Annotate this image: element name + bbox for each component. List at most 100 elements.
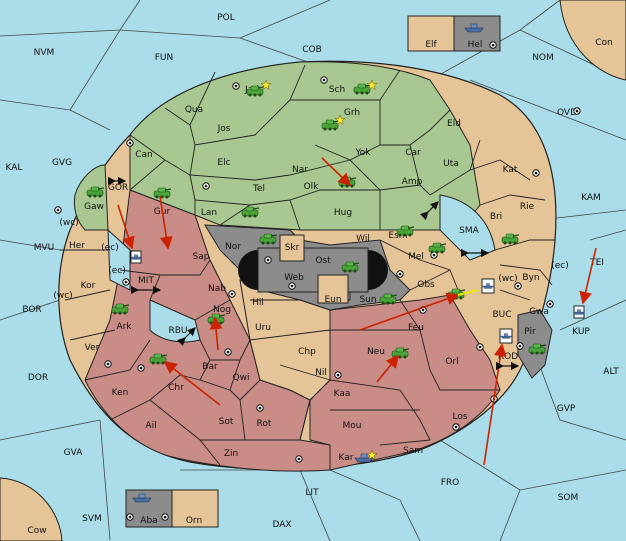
double-arrows [107,176,520,371]
land-label: Sot [219,417,234,427]
supply-center-icon [546,300,554,308]
sea-label: DAX [272,520,291,530]
sea-label: (ec) [101,243,119,253]
sea-label: KAM [581,193,601,203]
move-arrow-icon [117,204,135,250]
supply-center-icon [476,343,484,351]
land-label: Elc [217,158,230,168]
land-label: Sun [359,295,376,305]
land-label: Rot [257,419,272,429]
sea-label: (wc) [498,274,517,284]
supply-center-icon [122,278,130,286]
land-label: Orn [186,516,202,526]
land-label: Ost [315,256,331,266]
region-orn[interactable] [171,489,219,528]
land-label: Nil [315,368,327,378]
sea-label: (wc) [59,218,78,228]
land-label: Ken [112,388,129,398]
sea-label: KAL [6,163,23,173]
land-label: Tel [252,184,265,194]
supply-center-icon [320,76,328,84]
land-label: Obs [417,280,435,290]
land-label: Gaw [84,202,104,212]
land-label: Kar [339,453,354,463]
land-label: Chp [298,347,316,357]
land-label: Qua [185,105,203,115]
land-label: Hil [252,298,264,308]
land-label: Jos [217,124,231,134]
land-label: Mou [343,421,362,431]
land-label: Feu [408,323,424,333]
sea-label: POL [217,13,235,23]
move-arrow-icon [163,361,221,406]
land-label: Car [405,148,421,158]
land-label: Nab [208,284,226,294]
land-label: Eld [447,119,461,129]
sea-label: TEI [589,258,604,268]
fleet-icon [573,305,585,319]
land-label: Yok [354,148,371,158]
sea-label: COB [302,45,322,55]
sea-label: SOM [558,493,579,503]
fleet-icon [499,328,513,344]
land-label: Kor [81,281,96,291]
land-label: Gwa [529,307,549,317]
land-label: Grh [344,108,360,118]
sea-label: OVD [557,108,577,118]
land-label: Esm [388,231,407,241]
sea-label: GVA [64,448,84,458]
land-label: Wil [356,234,370,244]
convoy-arrow-icon [419,201,439,221]
supply-center-icon [452,423,460,431]
land-label: Mel [408,252,424,262]
land-label: Web [284,273,304,283]
land-label: Elf [425,40,437,50]
supply-center-icon [54,206,62,214]
land-label: Pir [524,327,536,337]
supply-center-icon [532,169,540,177]
land-label: Nar [292,165,308,175]
supply-center-icon [104,360,112,368]
land-label: Nor [225,242,241,252]
land-label: Uru [255,323,271,333]
fleets[interactable] [130,23,585,503]
sea-label: NVM [34,48,55,58]
land-label: Sam [403,446,423,456]
land-label: Bar [202,362,218,372]
supply-center-icon [295,455,303,463]
land-label: Her [69,241,85,251]
sea-label: DOR [28,373,48,383]
region-elf[interactable] [407,15,455,52]
land-label: Chr [168,383,184,393]
sea-label: (wc) [53,291,72,301]
supply-center-icon [137,364,145,372]
support-line [457,289,479,296]
sea-label: ROD [498,352,518,362]
land-label: Amp [402,177,423,187]
supply-center-icon [264,256,272,264]
land-label: Uta [443,159,459,169]
sea-label: RBU [168,326,187,336]
land-label: Rie [520,202,535,212]
region-aba[interactable] [125,489,173,528]
sea-label: (ec) [108,266,126,276]
land-label: Olk [304,182,320,192]
land-label: Skr [285,243,300,253]
sea-label: ALT [603,367,619,377]
land-label: Hel [468,40,483,50]
supply-center-icon [573,107,581,115]
land-label: Kaa [334,389,351,399]
sea-label: MVU [34,243,55,253]
supply-center-icon [288,282,296,290]
sea-label: (ec) [551,261,569,271]
supply-center-icon [396,270,404,278]
supply-center-icon [334,371,342,379]
sea-label: MIT [138,276,154,286]
land-label: Sap [193,252,210,262]
move-arrow-icon [321,157,352,187]
land-label: Cow [27,526,46,536]
sea-label: GOR [108,183,128,193]
land-label: Bri [490,212,502,222]
move-arrow-icon [159,195,173,250]
